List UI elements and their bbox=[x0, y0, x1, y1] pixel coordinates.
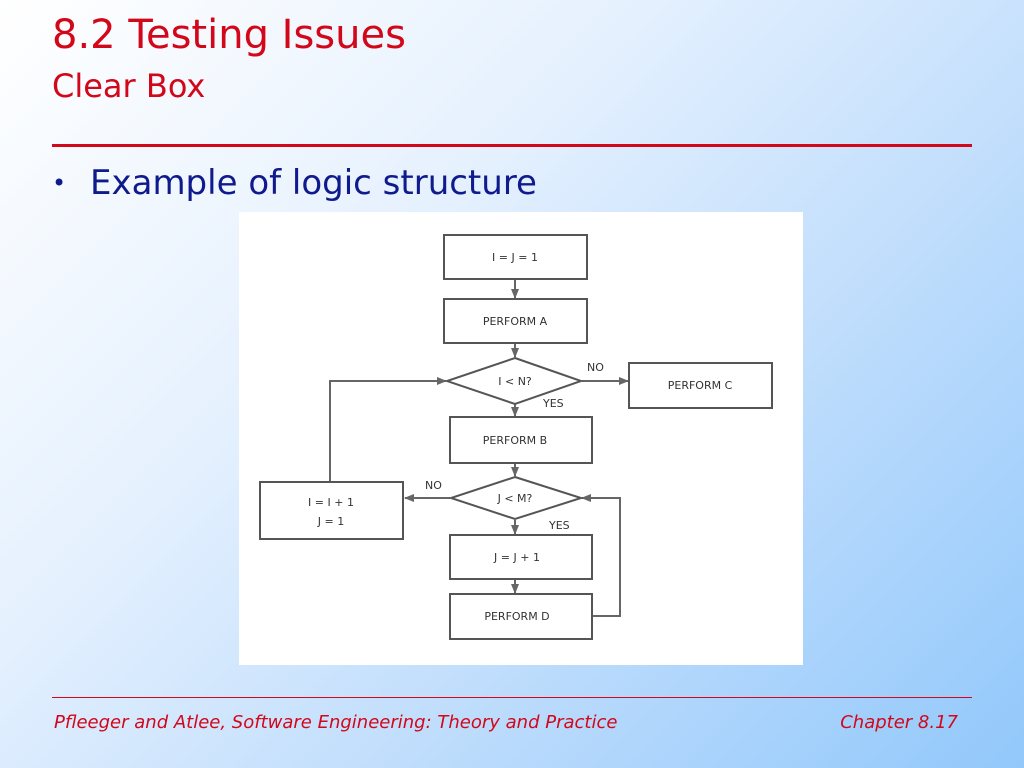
bullet-item: • Example of logic structure bbox=[52, 160, 537, 206]
decision-j-label: J < M? bbox=[497, 492, 533, 505]
perform-a-box bbox=[443, 298, 588, 344]
loop-back-to-decision-i bbox=[329, 377, 447, 482]
bullet-text: Example of logic structure bbox=[90, 163, 537, 203]
decision-j-yes-label: YES bbox=[548, 519, 570, 532]
increment-i-label-line1: I = I + 1 bbox=[308, 496, 354, 509]
decision-i-diamond bbox=[443, 356, 585, 406]
footer-citation: Pfleeger and Atlee, Software Engineering… bbox=[54, 712, 618, 733]
perform-d-label: PERFORM D bbox=[484, 610, 549, 623]
perform-a-label: PERFORM A bbox=[483, 315, 548, 328]
perform-d-box bbox=[449, 593, 593, 640]
increment-j-label: J = J + 1 bbox=[493, 551, 540, 564]
footer-divider bbox=[52, 697, 972, 698]
perform-c-label: PERFORM C bbox=[668, 379, 733, 392]
increment-i-box bbox=[259, 481, 404, 540]
footer-chapter: Chapter 8.17 bbox=[840, 712, 958, 733]
slide-title: 8.2 Testing Issues bbox=[52, 12, 406, 58]
perform-b-box bbox=[449, 416, 593, 464]
bullet-marker: • bbox=[52, 169, 67, 197]
loop-back-to-decision-j bbox=[581, 494, 621, 617]
decision-i-label: I < N? bbox=[498, 375, 532, 388]
init-box bbox=[443, 234, 588, 280]
flowchart-figure: I = J = 1 PERFORM A I < N? NO YES PERFOR… bbox=[239, 212, 803, 665]
title-divider bbox=[52, 144, 972, 147]
increment-i-label-line2: J = 1 bbox=[317, 515, 344, 528]
decision-i-no-label: NO bbox=[587, 361, 604, 374]
init-label: I = J = 1 bbox=[492, 251, 538, 264]
decision-j-diamond bbox=[447, 475, 585, 521]
slide-subtitle: Clear Box bbox=[52, 67, 206, 105]
increment-j-box bbox=[449, 534, 593, 580]
perform-c-box bbox=[628, 362, 773, 409]
decision-j-no-label: NO bbox=[425, 479, 442, 492]
decision-i-yes-label: YES bbox=[542, 397, 564, 410]
flowchart-diagram: I = J = 1 PERFORM A I < N? NO YES PERFOR… bbox=[259, 234, 773, 640]
perform-b-label: PERFORM B bbox=[483, 434, 547, 447]
